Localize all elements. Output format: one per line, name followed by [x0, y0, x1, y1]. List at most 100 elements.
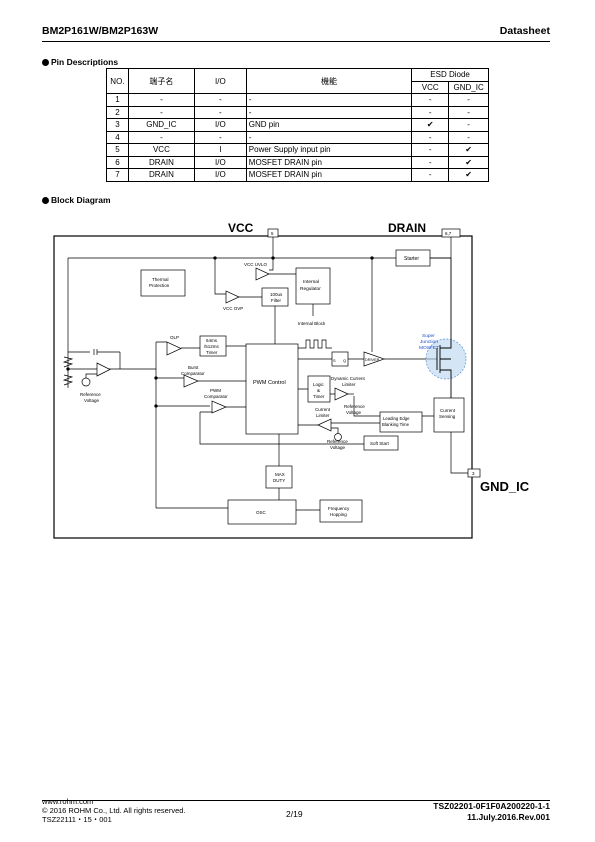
- cell-esd-vcc: -: [411, 93, 450, 107]
- olp-text: OLP: [170, 335, 179, 340]
- regulator-text-2: Regulator: [300, 286, 321, 292]
- ref-v3-text-1: Reference: [327, 439, 348, 444]
- hop-text-1: Frequency: [328, 506, 350, 511]
- cell-no: 4: [106, 130, 129, 144]
- starter-text: Starter: [404, 256, 419, 262]
- cell-name: VCC: [127, 143, 195, 157]
- sj-text-3: MOSFET: [419, 345, 439, 351]
- dcl-text-2: Limiter: [342, 382, 356, 387]
- cell-function: GND pin: [245, 118, 413, 132]
- cell-name: -: [127, 93, 195, 107]
- max-text-1: MAX: [275, 472, 285, 477]
- regulator-text-1: Internal: [303, 279, 319, 285]
- page-number: 2/19: [286, 809, 303, 819]
- bullet-icon: [42, 58, 49, 66]
- footer-url[interactable]: www.rohm.com: [42, 797, 94, 806]
- cell-esd-gnd: -: [448, 105, 489, 119]
- pwm-control-text: PWM Control: [253, 380, 286, 386]
- input-buffer: [96, 362, 111, 377]
- cell-no: 1: [106, 93, 129, 107]
- cell-io: I: [193, 143, 247, 157]
- current-sensing-block: [433, 397, 465, 433]
- frequency-hopping-block: [319, 499, 363, 523]
- thermal-text-1: Thermal: [152, 277, 169, 282]
- pwm-comp-text-1: PWM: [210, 388, 221, 393]
- pwm-comparator: [211, 400, 227, 414]
- ref-v2-text-1: Reference: [344, 404, 365, 409]
- pin-5-label: 5: [271, 231, 274, 236]
- filter-block: [261, 287, 289, 307]
- header-divider: [42, 41, 550, 42]
- ref-voltage-left-1: Reference: [80, 392, 101, 397]
- timer-text-2: /512ms: [204, 344, 220, 349]
- burst-text-1: Burst: [188, 365, 199, 370]
- cell-esd-vcc: ✔: [411, 118, 450, 132]
- vcc-ovp-text: VCC OVP: [223, 306, 243, 311]
- cl-text-1: Current: [315, 407, 331, 412]
- cell-io: -: [193, 130, 247, 144]
- cell-function: -: [245, 130, 413, 144]
- cell-esd-vcc: -: [411, 168, 450, 182]
- cell-name: DRAIN: [127, 168, 195, 182]
- max-text-2: DUTY: [273, 478, 285, 483]
- block-section-title: Block Diagram: [51, 195, 111, 205]
- vcc-label: VCC: [228, 221, 254, 235]
- footer-divider: [42, 800, 550, 801]
- vcc-rail: [68, 237, 452, 259]
- osc-block: [227, 499, 297, 525]
- pwm-comp-text-2: Comparator: [204, 394, 228, 399]
- col-name: 端子名: [127, 68, 195, 94]
- olp-comparator: [166, 341, 182, 356]
- pin-3-label: 3: [472, 471, 475, 476]
- cell-esd-gnd: -: [448, 93, 489, 107]
- cell-no: 7: [106, 168, 129, 182]
- block-diagram: VCC DRAIN GND_IC 5 6,7 3 Starter Thermal…: [53, 221, 530, 539]
- footer-code: TSZ22111・15・001: [42, 815, 112, 824]
- cell-io: -: [193, 105, 247, 119]
- filter-text-2: Filter: [271, 298, 282, 303]
- table-row: 1-----: [106, 93, 489, 107]
- cell-esd-vcc: -: [411, 105, 450, 119]
- doc-type: Datasheet: [499, 25, 550, 37]
- filter-text-1: 100us: [270, 292, 283, 297]
- timer-text-3: Timer: [206, 350, 218, 355]
- vcc-uvlo-text: VCC UVLO: [244, 262, 268, 267]
- cell-function: -: [245, 105, 413, 119]
- bullet-icon: [42, 196, 49, 204]
- cell-function: Power Supply input pin: [245, 143, 413, 157]
- leb-block: [379, 411, 423, 433]
- dcl-text-1: Dynamic Current: [331, 376, 366, 381]
- cell-esd-gnd: -: [448, 118, 489, 132]
- cell-esd-gnd: -: [448, 130, 489, 144]
- current-limiter: [317, 418, 332, 432]
- ref-voltage-left-2: Voltage: [84, 398, 100, 403]
- cell-no: 6: [106, 155, 129, 169]
- cell-esd-vcc: -: [411, 130, 450, 144]
- ref-v3-text-2: Voltage: [330, 445, 346, 450]
- doc-number: TSZ02201-0F1F0A200220-1-1: [433, 801, 550, 811]
- col-esd: ESD Diode: [411, 68, 489, 82]
- part-number: BM2P161W/BM2P163W: [42, 25, 159, 37]
- col-esd-gnd: GND_IC: [448, 80, 489, 94]
- sense-text-2: Sensing: [439, 414, 456, 419]
- ff-s: S: [333, 358, 336, 363]
- cell-function: -: [245, 93, 413, 107]
- sense-text-1: Current: [440, 408, 456, 413]
- cell-esd-gnd: ✔: [448, 143, 489, 157]
- cell-function: MOSFET DRAIN pin: [245, 155, 413, 169]
- gnd-ic-label: GND_IC: [480, 479, 530, 494]
- pin-table: NO. 端子名 I/O 機能 ESD Diode VCC GND_IC 1---…: [106, 68, 489, 182]
- timer-text-1: 64ms: [206, 338, 218, 343]
- thermal-protection-block: [140, 269, 186, 297]
- cell-no: 3: [106, 118, 129, 132]
- logic-text-1: Logic: [313, 382, 325, 387]
- block-section-heading: Block Diagram: [42, 195, 111, 205]
- internal-regulator-block: [295, 267, 331, 305]
- drain-label: DRAIN: [388, 221, 426, 235]
- hop-text-2: Hopping: [330, 512, 347, 517]
- leb-text-1: Leading Edge: [383, 416, 410, 421]
- cell-io: I/O: [193, 155, 247, 169]
- cell-esd-gnd: ✔: [448, 168, 489, 182]
- driver: [363, 351, 386, 367]
